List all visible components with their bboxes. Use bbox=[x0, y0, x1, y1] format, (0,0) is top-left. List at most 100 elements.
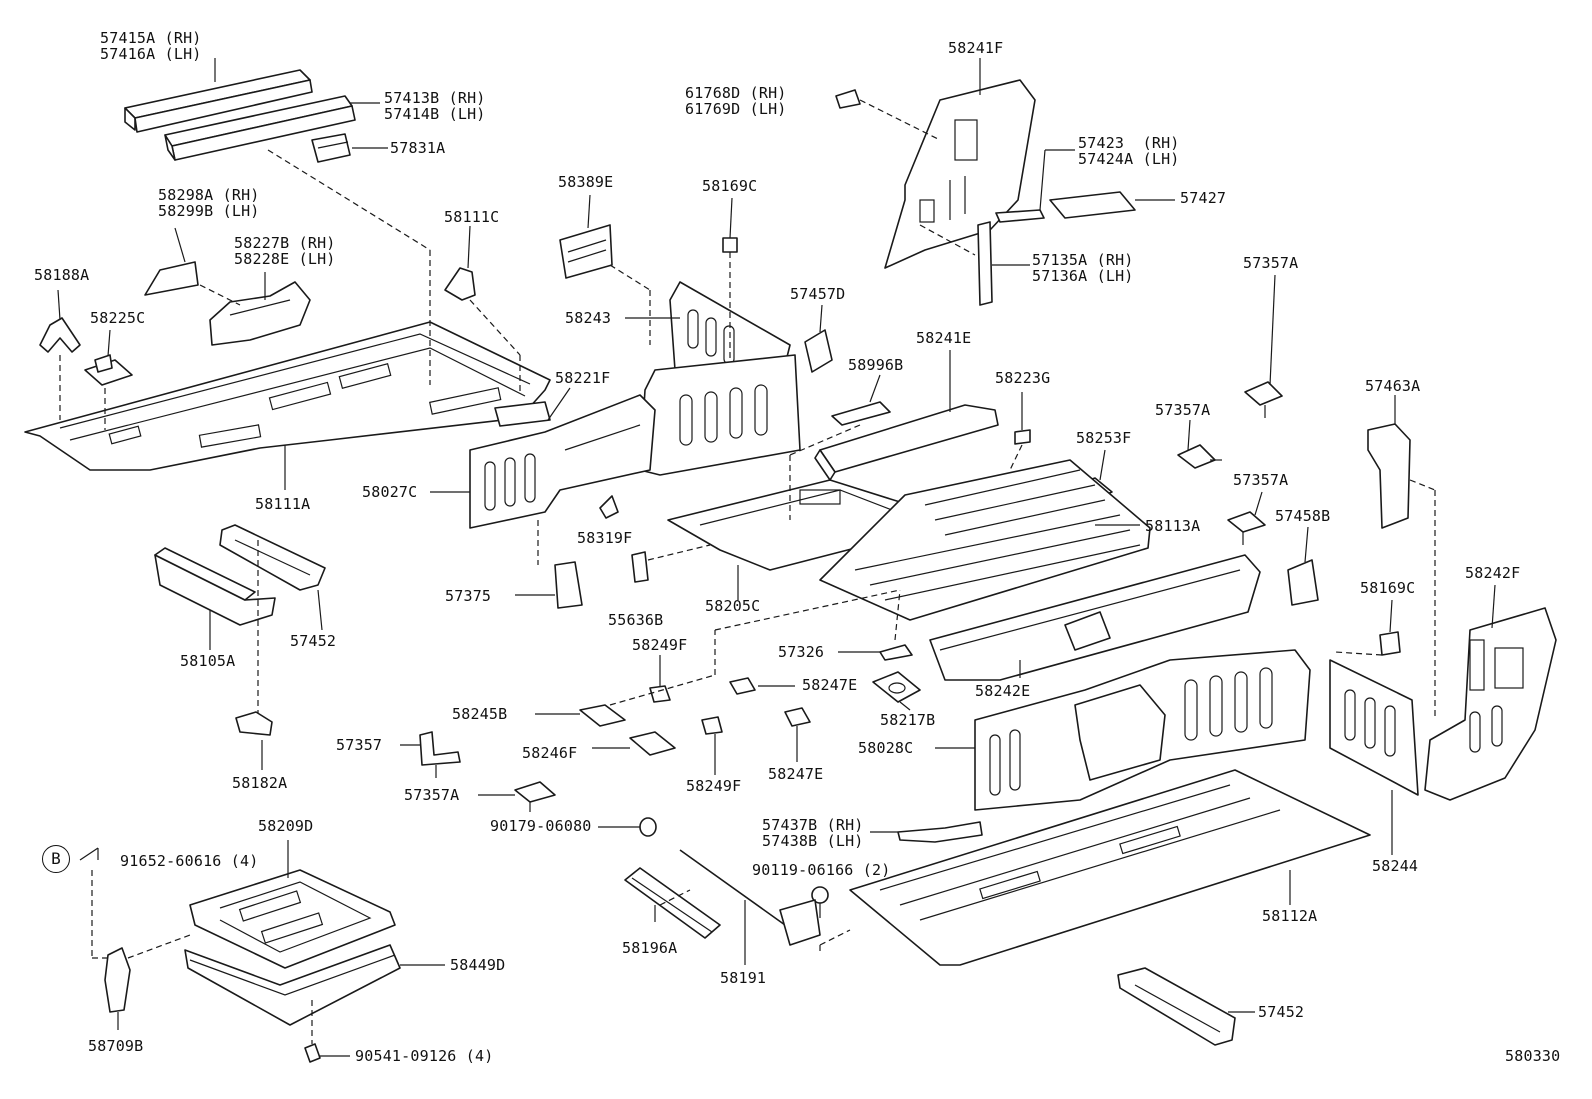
bracket-58225C bbox=[84, 354, 133, 386]
bracket-57831A bbox=[311, 133, 351, 163]
callout-57427: 57427 bbox=[1180, 189, 1227, 207]
plate-58247E-top bbox=[729, 677, 756, 695]
callout-57357A-2: 57357A bbox=[1155, 401, 1211, 419]
callout-57423: 57423 (RH)57424A (LH) bbox=[1078, 134, 1180, 168]
bracket-57357A-2 bbox=[1177, 444, 1222, 469]
callout-57415A: 57415A (RH)57416A (LH) bbox=[100, 29, 202, 63]
pillar-57135A bbox=[977, 221, 993, 306]
bracket-57457D bbox=[804, 329, 833, 373]
callout-57357A-1: 57357A bbox=[1243, 254, 1299, 272]
rail-58242E bbox=[929, 554, 1261, 681]
callout-58221F: 58221F bbox=[555, 369, 611, 387]
callout-58389E: 58389E bbox=[558, 173, 614, 191]
callout-58247E-bot: 58247E bbox=[768, 765, 824, 783]
callout-55636B: 55636B bbox=[608, 611, 664, 629]
bracket-61768D bbox=[835, 89, 861, 109]
callout-58112A: 58112A bbox=[1262, 907, 1318, 925]
callout-57437B: 57437B (RH)57438B (LH) bbox=[762, 816, 864, 850]
bracket-57375 bbox=[554, 561, 583, 609]
bracket-57427 bbox=[1049, 191, 1136, 219]
callout-57357A-3: 57357A bbox=[1233, 471, 1289, 489]
panel-58244 bbox=[1329, 659, 1419, 796]
callout-57458B: 57458B bbox=[1275, 507, 1331, 525]
callout-58242F: 58242F bbox=[1465, 564, 1521, 582]
bracket-58389E bbox=[559, 224, 613, 279]
bracket-58996B bbox=[831, 401, 891, 426]
rail-58241E bbox=[814, 404, 999, 481]
plate-58247E-bot bbox=[784, 707, 811, 727]
callout-57463A: 57463A bbox=[1365, 377, 1421, 395]
bracket-58111C bbox=[444, 267, 476, 301]
callout-58242E: 58242E bbox=[975, 682, 1031, 700]
bracket-58319F bbox=[599, 495, 619, 519]
crossmember-57452-right bbox=[1117, 967, 1236, 1046]
callout-58027C: 58027C bbox=[362, 483, 418, 501]
callout-58113A: 58113A bbox=[1145, 517, 1201, 535]
callout-58209D: 58209D bbox=[258, 817, 314, 835]
pad-58217B bbox=[872, 671, 921, 703]
callout-58996B: 58996B bbox=[848, 356, 904, 374]
callout-57326: 57326 bbox=[778, 643, 825, 661]
callout-58246F: 58246F bbox=[522, 744, 578, 762]
seal-58449D bbox=[184, 944, 401, 1026]
callout-58105A: 58105A bbox=[180, 652, 236, 670]
callout-57452-right: 57452 bbox=[1258, 1003, 1305, 1021]
clip-55636B bbox=[631, 551, 649, 583]
bracket-58298A bbox=[144, 261, 199, 296]
panel-58221F bbox=[639, 354, 801, 476]
callout-58298A: 58298A (RH)58299B (LH) bbox=[158, 186, 260, 220]
callout-58217B: 58217B bbox=[880, 711, 936, 729]
callout-57357A-4: 57357A bbox=[404, 786, 460, 804]
plate-58245B bbox=[579, 704, 626, 727]
bracket-58182A bbox=[235, 711, 273, 736]
bracket-57326 bbox=[879, 644, 913, 661]
callout-90119: 90119-06166 (2) bbox=[752, 861, 891, 879]
callout-58449D: 58449D bbox=[450, 956, 506, 974]
callout-58223G: 58223G bbox=[995, 369, 1051, 387]
clip-90179 bbox=[639, 817, 657, 837]
bracket-57437B bbox=[897, 821, 983, 843]
callout-58241E: 58241E bbox=[916, 329, 972, 347]
callout-57831A: 57831A bbox=[390, 139, 446, 157]
panel-58028C bbox=[974, 649, 1311, 811]
callout-58253F: 58253F bbox=[1076, 429, 1132, 447]
bracket-57357A-3 bbox=[1227, 511, 1266, 545]
plate-58249F-top bbox=[649, 685, 671, 703]
clip-58169C-mid bbox=[722, 237, 738, 253]
floor-pan-58112A bbox=[849, 769, 1371, 966]
rail-57415A bbox=[124, 69, 313, 133]
callout-58188A: 58188A bbox=[34, 266, 90, 284]
callout-58249F-bot: 58249F bbox=[686, 777, 742, 795]
callout-58225C: 58225C bbox=[90, 309, 146, 327]
rocker-58241F bbox=[884, 79, 1036, 269]
reference-mark-b: B bbox=[42, 845, 70, 873]
callout-58243: 58243 bbox=[565, 309, 612, 327]
callout-58709B: 58709B bbox=[88, 1037, 144, 1055]
callout-57375: 57375 bbox=[445, 587, 492, 605]
floor-pan-58111A bbox=[24, 321, 551, 471]
diagram-code: 580330 bbox=[1505, 1047, 1561, 1065]
callout-58169C-right: 58169C bbox=[1360, 579, 1416, 597]
floor-pan-58113A bbox=[819, 459, 1151, 621]
clip-90541 bbox=[304, 1043, 321, 1063]
bracket-58227B bbox=[209, 281, 311, 346]
callout-58111A: 58111A bbox=[255, 495, 311, 513]
callout-58227B: 58227B (RH)58228E (LH) bbox=[234, 234, 336, 268]
callout-58191: 58191 bbox=[720, 969, 767, 987]
rocker-58242F bbox=[1424, 607, 1557, 801]
rail-57413B bbox=[164, 95, 356, 161]
bracket-58709B bbox=[104, 947, 131, 1013]
callout-58182A: 58182A bbox=[232, 774, 288, 792]
carrier-58209D bbox=[189, 869, 396, 969]
callout-58111C: 58111C bbox=[444, 208, 500, 226]
callout-90179: 90179-06080 bbox=[490, 817, 592, 835]
rod-58191 bbox=[679, 849, 821, 946]
callout-58028C: 58028C bbox=[858, 739, 914, 757]
pad-58196A bbox=[624, 867, 721, 939]
crossmember-57452-left bbox=[219, 524, 326, 591]
plate-58249F-bot bbox=[701, 716, 723, 735]
bolt-90119 bbox=[811, 886, 829, 918]
callout-57413B: 57413B (RH)57414B (LH) bbox=[384, 89, 486, 123]
bracket-57357 bbox=[419, 731, 461, 778]
